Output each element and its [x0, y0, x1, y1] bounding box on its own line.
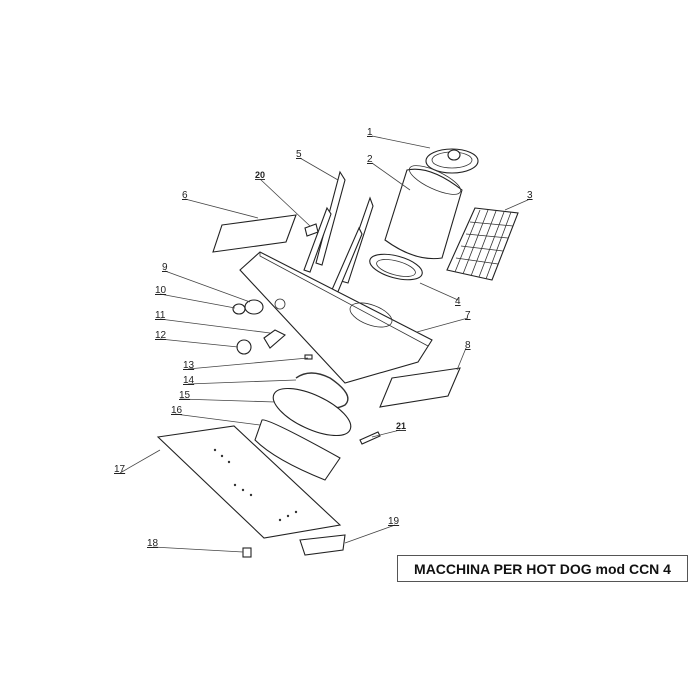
part-side-panel-right	[379, 367, 461, 408]
part-13	[304, 354, 313, 360]
callout-2: 2	[367, 154, 373, 165]
callout-9: 9	[162, 262, 168, 273]
callout-1: 1	[367, 127, 373, 138]
callout-7: 7	[465, 310, 471, 321]
part-9	[244, 299, 264, 315]
callout-13: 13	[183, 360, 195, 371]
callout-11: 11	[155, 310, 166, 321]
callout-12: 12	[155, 330, 167, 341]
part-spikes	[303, 170, 374, 295]
callout-labels: 1 2 3 4 5 6 7 8 9 10 11 12 13 14 15 16 1…	[114, 127, 533, 549]
part-20	[304, 223, 319, 237]
part-basket	[446, 207, 519, 281]
part-plate	[272, 387, 352, 437]
callout-15: 15	[179, 390, 191, 401]
part-12	[236, 339, 252, 355]
callout-19: 19	[388, 516, 400, 527]
callout-21: 21	[396, 421, 406, 431]
callout-17: 17	[114, 464, 126, 475]
part-side-panel-left	[212, 214, 297, 253]
callout-8: 8	[465, 340, 471, 351]
callout-14: 14	[183, 375, 195, 386]
callout-6: 6	[182, 190, 188, 201]
callout-5: 5	[296, 149, 302, 160]
part-cylinder	[384, 165, 463, 260]
part-foot	[242, 547, 252, 558]
part-10	[232, 303, 246, 315]
callout-3: 3	[527, 190, 533, 201]
part-ring	[369, 253, 423, 281]
callout-4: 4	[455, 296, 461, 307]
part-21	[359, 431, 381, 445]
part-11	[263, 329, 286, 349]
part-base-tray	[156, 425, 342, 539]
leader-lines	[119, 135, 531, 553]
callout-18: 18	[147, 538, 159, 549]
part-lid	[425, 148, 479, 174]
part-band	[254, 419, 341, 481]
part-19	[299, 534, 346, 556]
callout-20: 20	[255, 170, 265, 180]
part-housing	[239, 251, 433, 384]
callout-16: 16	[171, 405, 183, 416]
diagram-title: MACCHINA PER HOT DOG mod CCN 4	[397, 555, 688, 582]
callout-10: 10	[155, 285, 167, 296]
